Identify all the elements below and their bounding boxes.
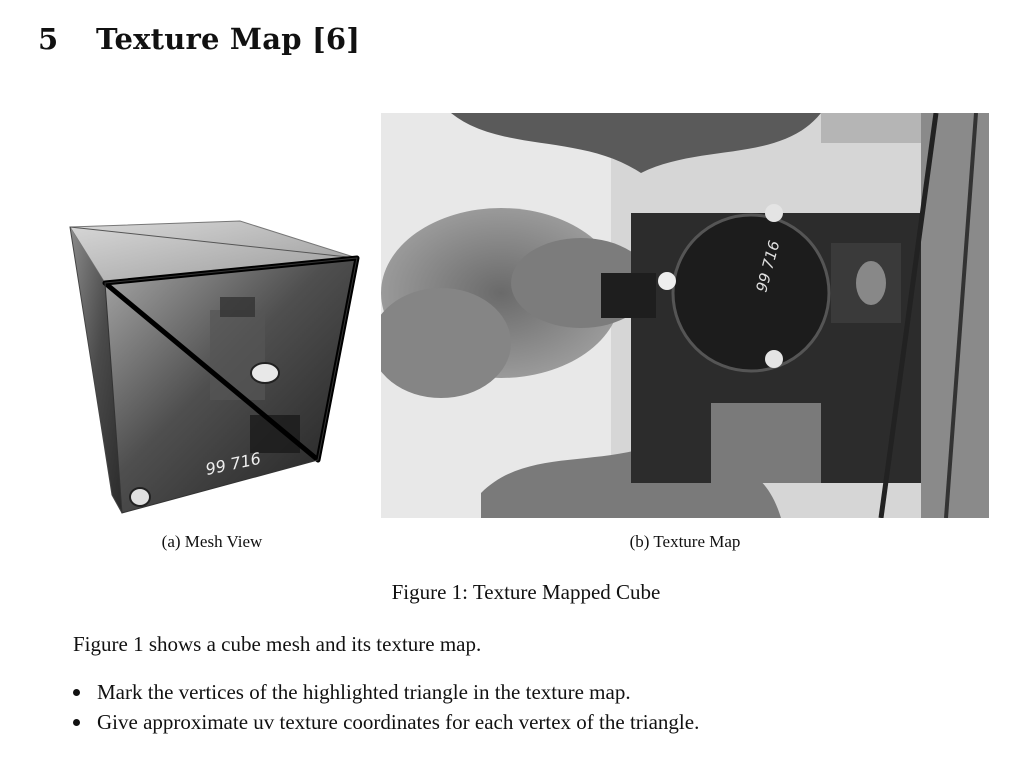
bullet-text: Give approximate uv texture coordinates … (97, 710, 700, 734)
bullet-icon (73, 719, 80, 726)
section-number: 5 (38, 22, 59, 56)
body-paragraph: Figure 1 shows a cube mesh and its textu… (73, 632, 482, 656)
figure-caption: Figure 1: Texture Mapped Cube (391, 580, 661, 604)
bullet-text: Mark the vertices of the highlighted tri… (97, 680, 631, 704)
section-heading: 5 Texture Map [6] (38, 22, 360, 56)
list-item: Mark the vertices of the highlighted tri… (73, 680, 699, 710)
cube-left-face (70, 227, 122, 513)
mesh-view-image: 99 716 (69, 220, 360, 514)
section-title: Texture Map [6] (96, 22, 361, 56)
texture-map-image: 99 716 (381, 113, 989, 518)
bullet-icon (73, 689, 80, 696)
instruction-list: Mark the vertices of the highlighted tri… (73, 680, 699, 740)
list-item: Give approximate uv texture coordinates … (73, 710, 699, 740)
subcaption-mesh-view: (a) Mesh View (161, 532, 263, 551)
subcaption-texture-map: (b) Texture Map (629, 532, 741, 551)
